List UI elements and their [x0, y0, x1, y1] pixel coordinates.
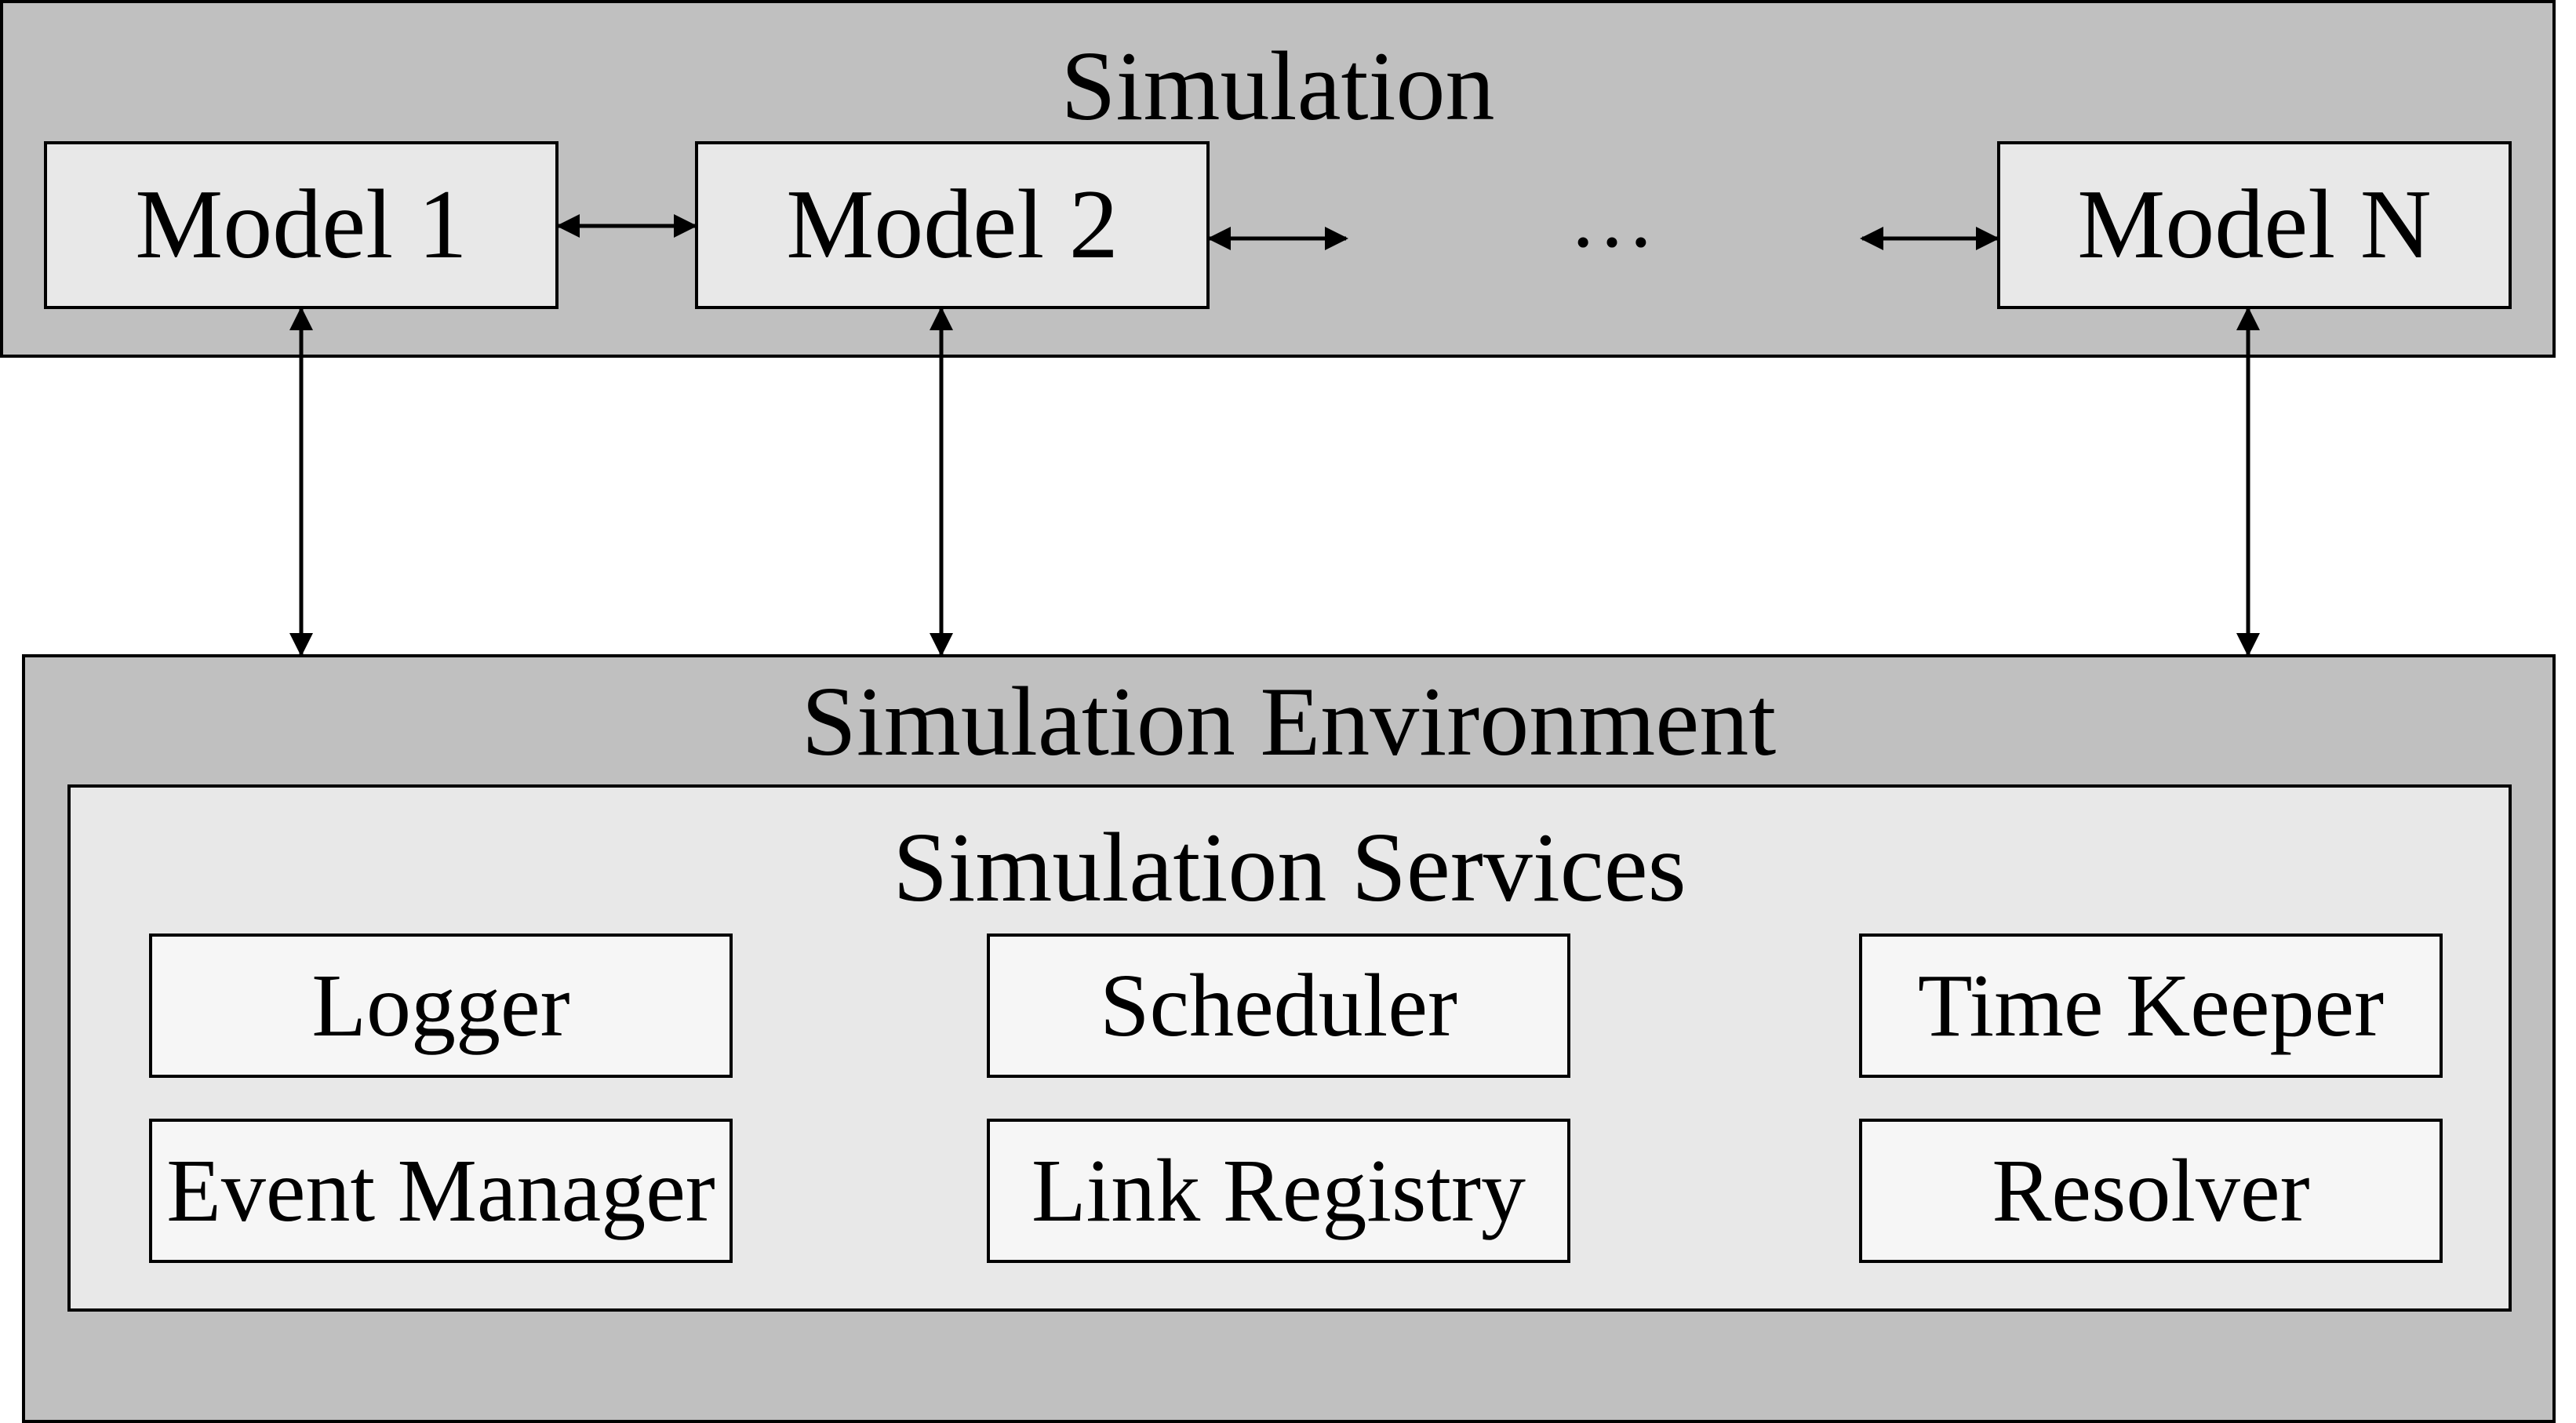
model-2-box: Model 2 [695, 141, 1210, 309]
model-n-box: Model N [1997, 141, 2512, 309]
model-2-label: Model 2 [786, 170, 1119, 279]
services-title: Simulation Services [893, 813, 1686, 923]
scheduler-box: Scheduler [987, 934, 1570, 1078]
resolver-label: Resolver [1992, 1141, 2310, 1240]
event-manager-box: Event Manager [149, 1119, 733, 1263]
event-manager-label: Event Manager [166, 1141, 715, 1240]
logger-box: Logger [149, 934, 733, 1078]
link-registry-label: Link Registry [1031, 1141, 1526, 1240]
environment-title: Simulation Environment [801, 668, 1777, 777]
scheduler-label: Scheduler [1100, 955, 1457, 1055]
model-n-label: Model N [2077, 170, 2432, 279]
simulation-title: Simulation [1061, 32, 1495, 141]
model-1-label: Model 1 [135, 170, 468, 279]
model-1-box: Model 1 [44, 141, 558, 309]
resolver-box: Resolver [1859, 1119, 2443, 1263]
time-keeper-label: Time Keeper [1917, 955, 2385, 1055]
time-keeper-box: Time Keeper [1859, 934, 2443, 1078]
link-registry-box: Link Registry [987, 1119, 1570, 1263]
logger-label: Logger [311, 955, 570, 1055]
models-ellipsis: … [1569, 169, 1661, 265]
